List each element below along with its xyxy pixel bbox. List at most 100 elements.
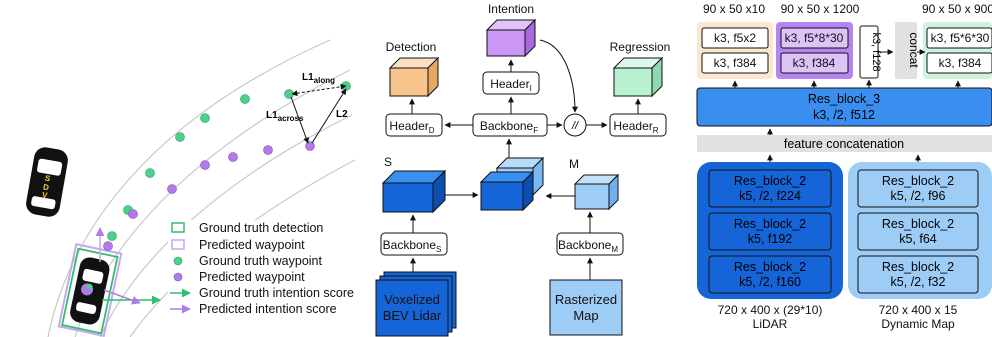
dim-label: 90 x 50 x 1200 bbox=[781, 2, 860, 16]
res-block-2-title: Res_block_2 bbox=[734, 174, 806, 188]
concat-block bbox=[895, 22, 917, 79]
map-input-label: Rasterized bbox=[555, 292, 617, 307]
res-block-2-params: k5, /2, f32 bbox=[891, 275, 946, 289]
legend-icon-predicted-waypoint bbox=[173, 272, 183, 282]
lidar-name-label: LiDAR bbox=[753, 317, 788, 331]
regression-cube bbox=[612, 56, 664, 98]
res-block-2 bbox=[857, 255, 979, 294]
gt-detection-box bbox=[61, 247, 119, 335]
res-block-2-params: k5, f64 bbox=[899, 232, 937, 246]
header-d-box bbox=[385, 113, 443, 137]
intention-cube bbox=[485, 18, 537, 58]
res-block-2 bbox=[708, 255, 832, 294]
sdv-car: S D V bbox=[26, 147, 68, 217]
res-block-2-params: k5, /2, f224 bbox=[739, 189, 801, 203]
predicted-waypoint bbox=[167, 184, 177, 194]
conv-block bbox=[780, 27, 849, 49]
m-feature-cube bbox=[573, 173, 620, 211]
legend-label: Predicted waypoint bbox=[199, 270, 305, 284]
header-r-label: HeaderR bbox=[613, 119, 658, 135]
conv-block-label: k3, f384 bbox=[939, 56, 982, 70]
predicted-waypoint bbox=[228, 152, 238, 162]
gt-waypoint bbox=[145, 168, 155, 178]
conv-block-label: k3, f5*8*30 bbox=[785, 31, 844, 45]
lane-boundary bbox=[47, 39, 331, 337]
conv-block-label: k3, f384 bbox=[793, 56, 836, 70]
l1-along-line bbox=[291, 83, 347, 97]
res-block-2-title: Res_block_2 bbox=[734, 217, 806, 231]
k3-f128-label: k3, f128 bbox=[870, 32, 882, 71]
middle-panel: Detection Intention Regression HeaderI H… bbox=[375, 2, 671, 337]
res-block-2 bbox=[708, 212, 832, 251]
conv-block bbox=[926, 52, 992, 74]
res-block-2-params: k5, f192 bbox=[748, 232, 793, 246]
actor-car bbox=[57, 242, 123, 337]
legend-label: Predicted intention score bbox=[199, 302, 337, 316]
backbone-s-box bbox=[380, 232, 448, 256]
backbone-m-label: BackboneM bbox=[558, 238, 618, 254]
detection-cube bbox=[388, 56, 440, 98]
res-block-3-params: k3, /2, f512 bbox=[813, 108, 875, 122]
right-panel: 90 x 50 x10 90 x 50 x 1200 90 x 50 x 900… bbox=[696, 2, 992, 331]
map-name-label: Dynamic Map bbox=[881, 317, 955, 331]
detection-label: Detection bbox=[386, 40, 437, 54]
conv-block bbox=[701, 27, 769, 49]
l1-across-line bbox=[290, 96, 309, 144]
l2-label: L2 bbox=[336, 109, 348, 120]
res-block-2 bbox=[708, 169, 832, 208]
sdv-letter: V bbox=[41, 190, 48, 200]
legend-label: Ground truth waypoint bbox=[199, 254, 323, 268]
predicted-waypoint bbox=[128, 209, 138, 219]
predicted-intention-arrow bbox=[103, 289, 141, 305]
dim-label: 90 x 50 x10 bbox=[703, 2, 765, 16]
map-dim-label: 720 x 400 x 15 bbox=[879, 303, 958, 317]
conv-block bbox=[780, 52, 849, 74]
intention-label: Intention bbox=[488, 2, 534, 16]
header-d-label: HeaderD bbox=[389, 119, 434, 135]
l1-along-label: L1along bbox=[302, 72, 335, 85]
conv-block-label: k3, f5*6*30 bbox=[931, 31, 990, 45]
concat-symbol: // bbox=[571, 120, 579, 132]
res-block-2-title: Res_block_2 bbox=[882, 217, 954, 231]
concat-label: concat bbox=[907, 32, 921, 68]
sdv-letter: S bbox=[44, 174, 51, 184]
regression-label: Regression bbox=[610, 40, 671, 54]
dim-label: 90 x 50 x 900 bbox=[922, 2, 992, 16]
conv-block bbox=[701, 52, 769, 74]
rasterized-map-box bbox=[549, 279, 623, 336]
predicted-waypoint bbox=[263, 145, 273, 155]
res-block-2 bbox=[857, 212, 979, 251]
s-feature-cube bbox=[381, 169, 447, 214]
backbone-s-label: BackboneS bbox=[383, 238, 442, 254]
m-label: M bbox=[569, 157, 579, 171]
res-block-2-title: Res_block_2 bbox=[882, 174, 954, 188]
backbone-f-label: BackboneF bbox=[480, 119, 538, 135]
l1-across-label: L1across bbox=[266, 110, 304, 123]
legend-label: Predicted waypoint bbox=[199, 238, 305, 252]
s-label: S bbox=[384, 155, 392, 169]
conv-block-label: k3, f5x2 bbox=[714, 31, 756, 45]
legend-icon-gt-detection bbox=[171, 222, 185, 233]
sdv-letter: D bbox=[42, 182, 49, 192]
predicted-waypoint bbox=[200, 160, 210, 170]
lidar-dim-label: 720 x 400 x (29*10) bbox=[718, 303, 823, 317]
gt-waypoint bbox=[107, 231, 117, 241]
res-block-3 bbox=[696, 87, 992, 127]
res-block-2-params: k5, /2, f96 bbox=[891, 189, 946, 203]
legend: Ground truth detection Predicted waypoin… bbox=[168, 220, 358, 324]
gt-waypoint bbox=[175, 132, 185, 142]
predicted-box bbox=[57, 242, 123, 337]
res-block-3-title: Res_block_3 bbox=[808, 92, 880, 106]
conv-block-label: k3, f384 bbox=[714, 56, 757, 70]
voxelized-lidar-stack bbox=[375, 271, 457, 337]
legend-icon-predicted-box bbox=[171, 239, 185, 250]
l2-line bbox=[311, 88, 347, 144]
feature-concatenation-bar bbox=[697, 135, 992, 152]
res-block-2-params: k5, /2, f160 bbox=[739, 275, 801, 289]
res-block-2-title: Res_block_2 bbox=[882, 260, 954, 274]
gt-waypoint bbox=[200, 113, 210, 123]
fused-feature-cube bbox=[479, 156, 545, 212]
legend-icon-gt-waypoint bbox=[173, 256, 183, 266]
lidar-input-label: Voxelized bbox=[384, 292, 440, 307]
